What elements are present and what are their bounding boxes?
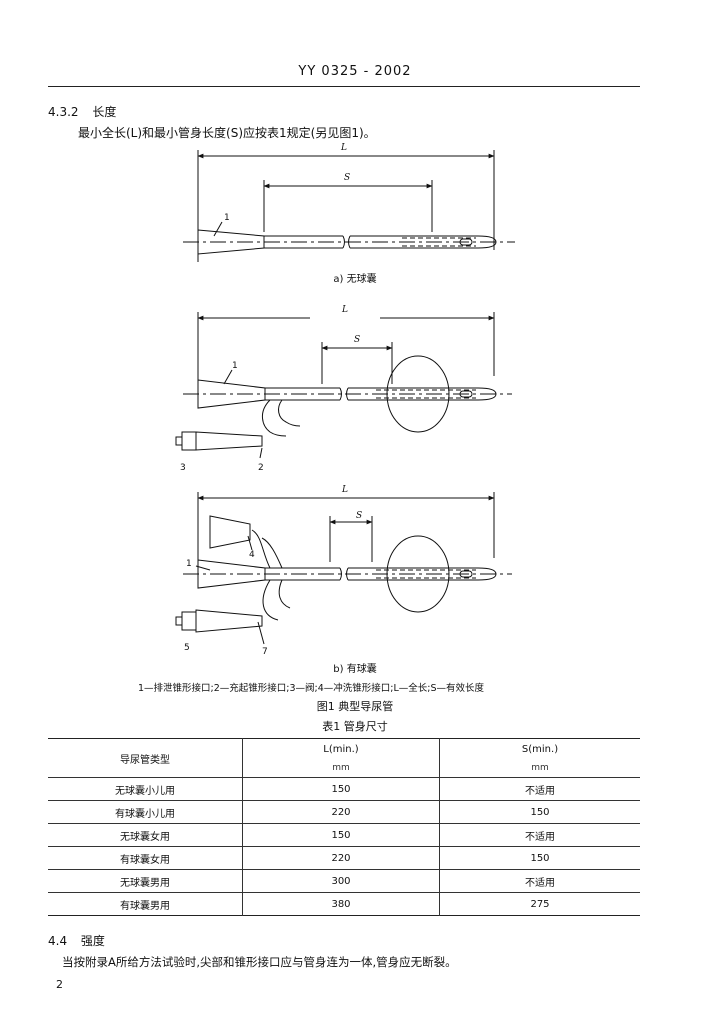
table-row: 有球囊男用 380 275 (48, 892, 640, 916)
section-4-4-heading: 4.4 强度 (48, 932, 105, 949)
dimensions-table: 导尿管类型 L(min.) S(min.) mm mm 无球囊小儿用 150 不… (48, 738, 640, 916)
cell-L: 380 (242, 892, 440, 916)
cell-S: 275 (530, 898, 550, 910)
table-title: 表1 管身尺寸 (322, 720, 388, 733)
cell-S: 不适用 (525, 877, 555, 889)
header-L: L(min.) (242, 738, 440, 759)
standard-code: YY 0325 - 2002 (298, 64, 412, 79)
header-S: S(min.) (521, 743, 559, 755)
callout-1-b1: 1 (232, 361, 238, 371)
label-L-b1: L (341, 305, 348, 315)
section-4-4-text: 当按附录A所给方法试验时,尖部和锥形接口应与管身连为一体,管身应无断裂。 (62, 955, 457, 969)
table-row: 有球囊小儿用 220 150 (48, 800, 640, 824)
unit-S: mm (531, 763, 549, 773)
section-number: 4.3.2 (48, 105, 79, 119)
header-rule (48, 86, 640, 87)
table-row: 无球囊男用 300 不适用 (48, 869, 640, 893)
cell-type: 无球囊小儿用 (48, 777, 243, 801)
label-L-b2: L (341, 485, 348, 495)
unit-L: mm (242, 759, 440, 778)
table-row: 无球囊小儿用 150 不适用 (48, 777, 640, 801)
label-S-a: S (344, 173, 350, 183)
label-S-b2: S (356, 511, 362, 521)
header-catheter-type: 导尿管类型 (48, 738, 243, 778)
label-L-a: L (340, 143, 347, 153)
section-4-3-2-heading: 4.3.2 长度 (48, 103, 116, 120)
cell-L: 150 (242, 823, 440, 847)
figure-legend: 1—排泄锥形接口;2—充起锥形接口;3—阀;4—冲洗锥形接口;L—全长;S—有效… (138, 683, 485, 694)
catheter-three-way-balloon (175, 492, 512, 645)
cell-type: 无球囊男用 (48, 869, 243, 893)
callout-5-b2: 5 (184, 643, 190, 653)
cell-S: 不适用 (525, 831, 555, 843)
callout-3-b1: 3 (180, 463, 186, 473)
section-number: 4.4 (48, 934, 68, 948)
callout-4-b2: 4 (249, 550, 255, 560)
callout-1-a: 1 (224, 213, 230, 223)
callout-7-b2: 7 (262, 647, 268, 657)
cell-L: 220 (242, 846, 440, 870)
callout-1-b2: 1 (186, 559, 192, 569)
cell-S: 150 (530, 852, 550, 864)
table-row: 无球囊女用 150 不适用 (48, 823, 640, 847)
cell-type: 有球囊小儿用 (48, 800, 243, 824)
callout-2-b1: 2 (258, 463, 264, 473)
cell-type: 有球囊女用 (48, 846, 243, 870)
cell-L: 150 (242, 777, 440, 801)
figure-title: 图1 典型导尿管 (316, 700, 394, 713)
page-number: 2 (56, 978, 63, 991)
cell-L: 220 (242, 800, 440, 824)
cell-S: 不适用 (525, 785, 555, 797)
label-S-b1: S (354, 335, 360, 345)
section-4-3-2-text: 最小全长(L)和最小管身长度(S)应按表1规定(另见图1)。 (78, 126, 376, 140)
catheter-two-way-balloon (175, 312, 512, 459)
cell-S: 150 (530, 806, 550, 818)
catheter-no-balloon (183, 150, 515, 262)
balloon (386, 355, 450, 433)
cell-type: 有球囊男用 (48, 892, 243, 916)
section-title: 强度 (80, 934, 105, 948)
cell-L: 300 (242, 869, 440, 893)
caption-b: b) 有球囊 (333, 664, 377, 675)
cell-type: 无球囊女用 (48, 823, 243, 847)
section-title: 长度 (92, 105, 117, 119)
caption-a: a) 无球囊 (333, 274, 377, 285)
table-row: 有球囊女用 220 150 (48, 846, 640, 870)
balloon (386, 535, 450, 613)
